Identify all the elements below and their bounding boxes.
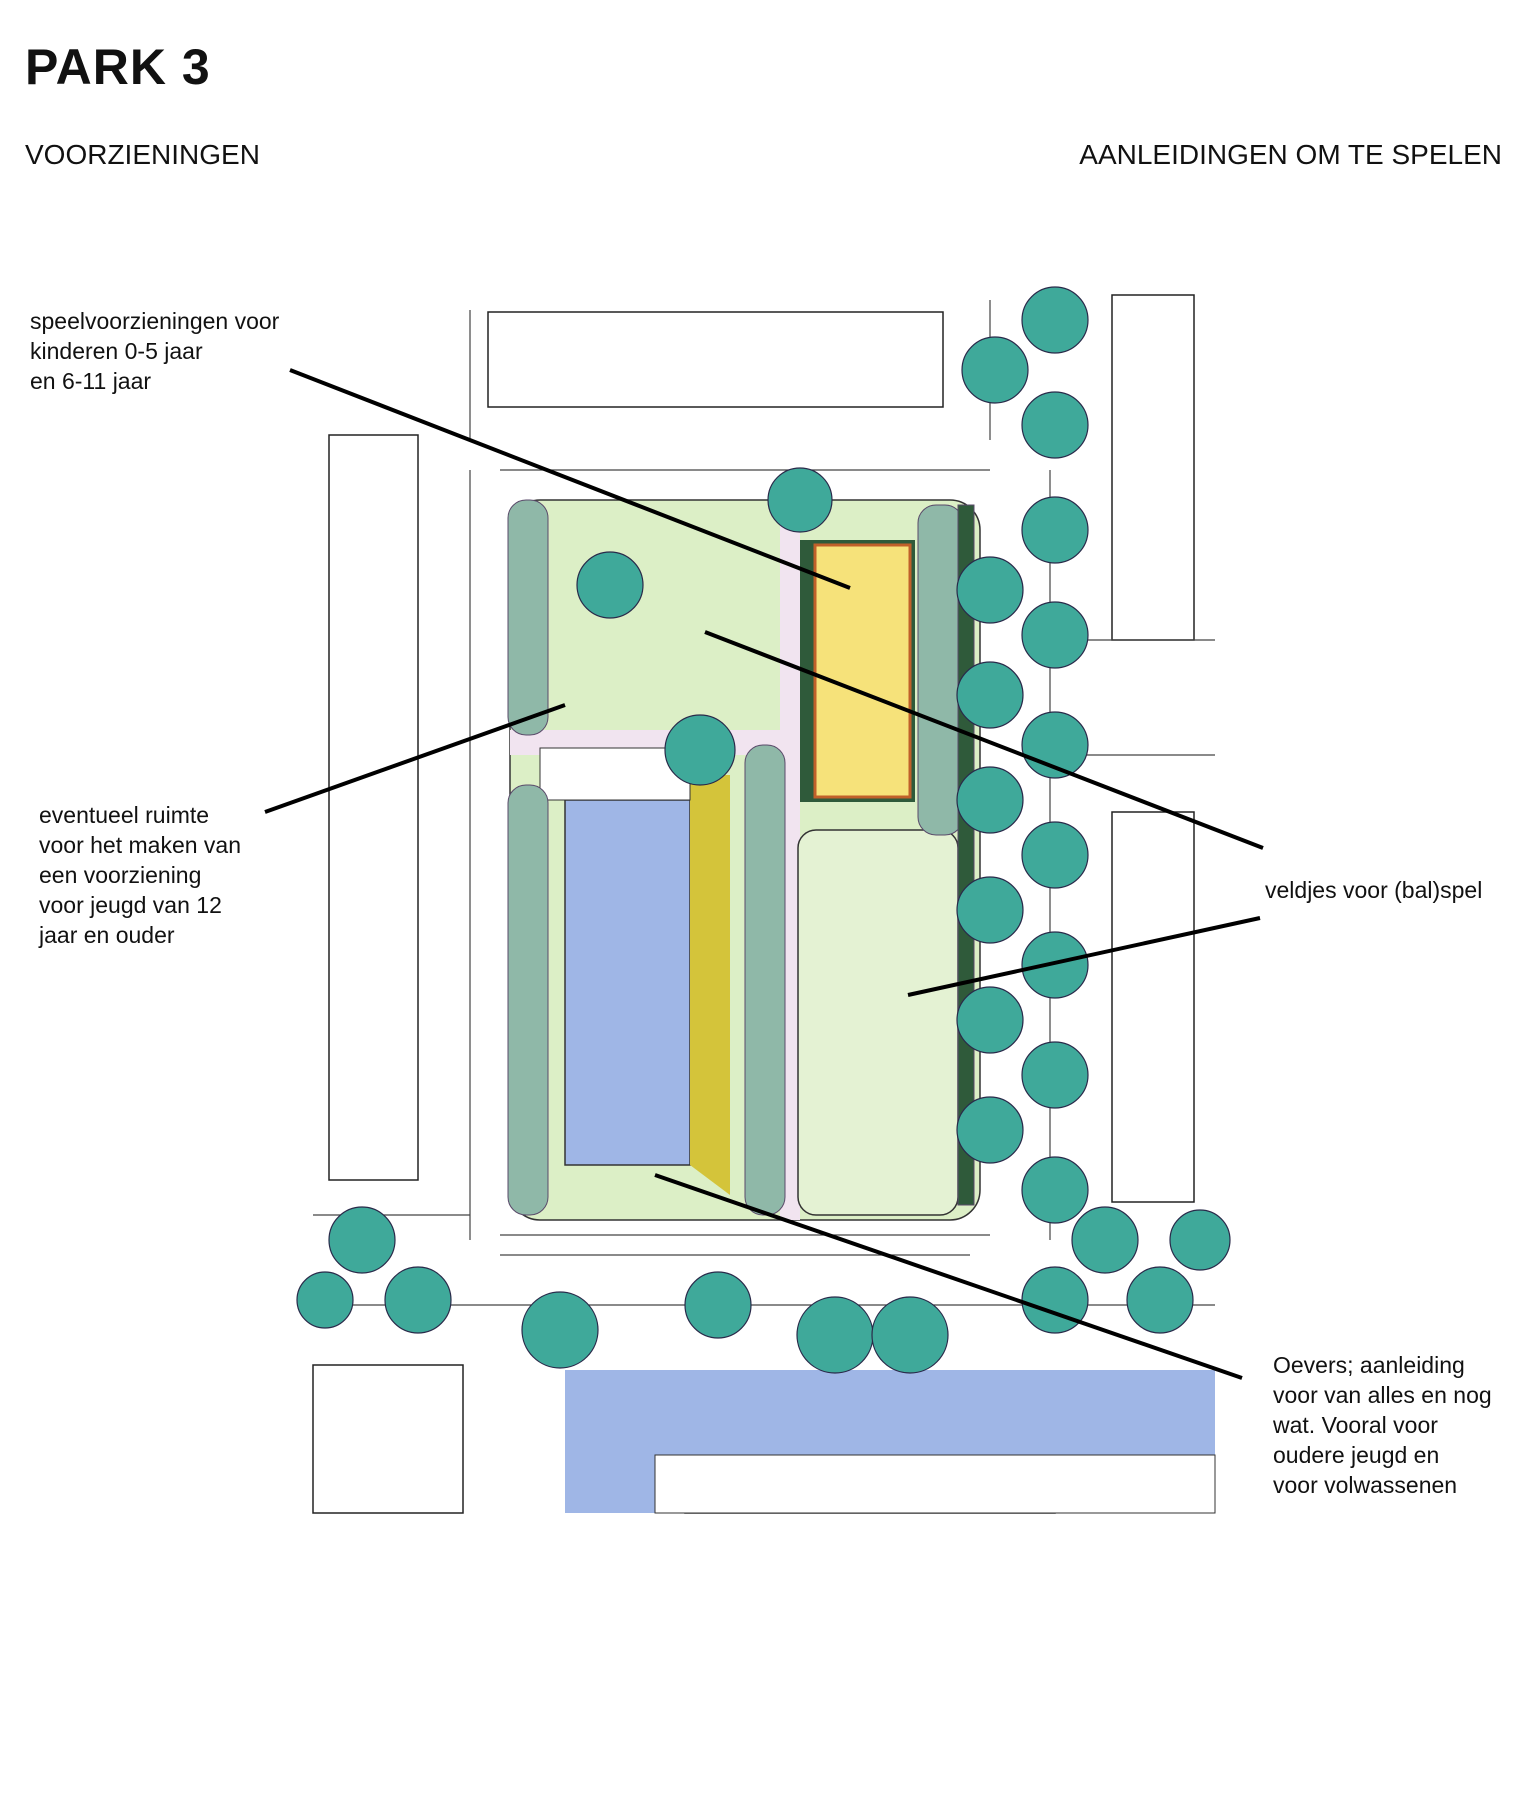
steps <box>539 747 691 801</box>
building-bottom-left <box>312 1364 464 1514</box>
label-youth-space: eventueel ruimte voor het maken van een … <box>39 800 241 950</box>
page-title: PARK 3 <box>25 39 211 95</box>
trees <box>296 286 1231 1374</box>
label-line: veldjes voor (bal)spel <box>1265 877 1483 903</box>
leader-line-youth <box>264 703 566 814</box>
buildings <box>312 294 1195 1514</box>
leader-line-field <box>907 916 1261 997</box>
label-line: wat. Vooral voor <box>1273 1412 1438 1438</box>
leader-line-field-top <box>704 630 1264 850</box>
building-top <box>487 311 944 408</box>
building-right-bottom <box>1111 811 1195 1203</box>
pond <box>564 799 691 1166</box>
label-line: speelvoorzieningen voor <box>30 308 280 334</box>
leader-line-play <box>289 368 851 590</box>
label-line: voor jeugd van 12 <box>39 892 222 918</box>
ball-field <box>797 829 959 1216</box>
leader-lines <box>264 368 1264 1380</box>
subtitle-left: VOORZIENINGEN <box>25 139 260 170</box>
canal-south-bank <box>654 1454 1216 1514</box>
label-play-children: speelvoorzieningen voor kinderen 0-5 jaa… <box>30 306 279 396</box>
subtitle-right: AANLEIDINGEN OM TE SPELEN <box>1079 139 1502 170</box>
label-line: en 6-11 jaar <box>30 368 152 394</box>
label-line: voor het maken van <box>39 832 242 858</box>
label-line: Oevers; aanleiding <box>1273 1352 1465 1378</box>
leader-line-banks <box>654 1173 1243 1380</box>
label-line: oudere jeugd en <box>1273 1442 1440 1468</box>
label-line: jaar en ouder <box>39 922 175 948</box>
label-banks: Oevers; aanleiding voor van alles en nog… <box>1273 1350 1492 1500</box>
label-line: eventueel ruimte <box>39 802 210 828</box>
label-line: een voorziening <box>39 862 202 888</box>
building-left <box>328 434 419 1181</box>
label-line: voor volwassenen <box>1273 1472 1458 1498</box>
label-ball-fields: veldjes voor (bal)spel <box>1265 875 1482 905</box>
label-line: kinderen 0-5 jaar <box>30 338 203 364</box>
playground <box>813 543 912 799</box>
reed-bank <box>690 775 730 1195</box>
label-line: voor van alles en nog <box>1273 1382 1492 1408</box>
